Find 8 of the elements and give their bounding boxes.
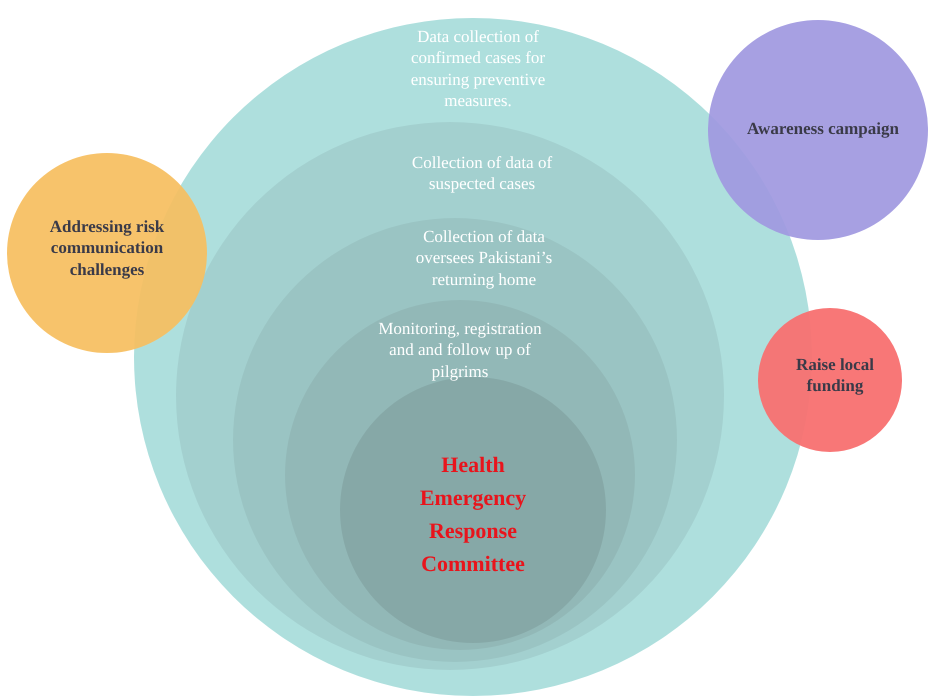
circle-label: Raise local funding [795,354,875,396]
circle-label: Collection of data of suspected cases [410,152,554,194]
circle-label: Monitoring, registration and and follow up of pilgrims [377,318,543,382]
circle-label: Health Emergency Response Committee [418,451,528,578]
circle-label: Collection of data oversees Pakistani’s returning home [414,226,554,290]
circle-label: Awareness campaign [746,118,900,140]
circle-label: Addressing risk communication challenges [48,216,166,280]
circle-label: Data collection of confirmed cases for ensuring preventive measures. [410,26,546,111]
